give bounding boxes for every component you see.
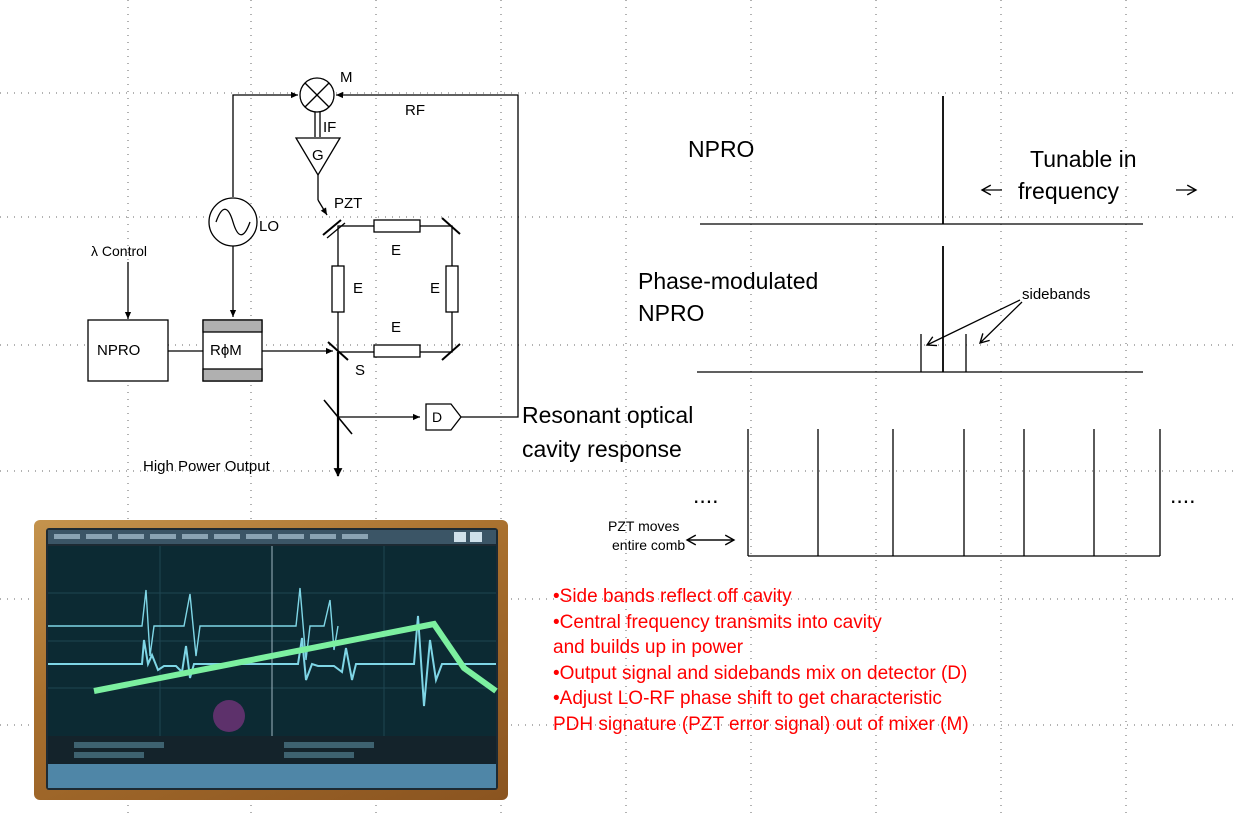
pzt-note-line1: PZT moves	[608, 518, 680, 534]
explanation-notes: •Side bands reflect off cavity •Central …	[553, 584, 969, 737]
rf-label: RF	[405, 102, 425, 119]
gain-amplifier-symbol	[294, 137, 342, 177]
etalon-right	[445, 265, 459, 313]
npro-box-label: NPRO	[97, 342, 141, 359]
pzt-note-line2: entire comb	[612, 537, 686, 553]
oscilloscope-screen-icon	[46, 528, 498, 790]
output-label: High Power Output	[143, 458, 270, 475]
note-line: •Side bands reflect off cavity	[553, 586, 792, 607]
comb-ellipsis-right: ....	[1170, 482, 1196, 508]
lambda-control-label: λ Control	[91, 243, 148, 259]
note-line: and builds up in power	[553, 637, 744, 658]
modulator-label: RϕM	[210, 342, 242, 359]
etalon-right-label: E	[430, 280, 441, 297]
cavity-title-line1: Resonant optical	[522, 402, 694, 428]
splitter-mirror	[327, 341, 349, 361]
note-line: •Central frequency transmits into cavity	[553, 611, 882, 633]
etalon-left-label: E	[353, 280, 364, 297]
note-line: •Output signal and sidebands mix on dete…	[553, 662, 968, 684]
if-label: IF	[323, 119, 337, 136]
pzt-label: PZT	[334, 195, 363, 212]
detector-label: D	[432, 409, 443, 425]
pm-title-line1: Phase-modulated	[638, 268, 819, 294]
etalon-top-label: E	[391, 242, 402, 259]
tunable-label-line1: Tunable in	[1030, 146, 1137, 172]
etalon-left	[331, 265, 345, 313]
tunable-label-line2: frequency	[1018, 178, 1120, 204]
etalon-top	[373, 219, 421, 233]
etalon-bottom-label: E	[391, 319, 402, 336]
comb-ellipsis-left: ....	[693, 482, 719, 508]
etalon-bottom	[373, 344, 421, 358]
splitter-label: S	[355, 362, 366, 379]
sidebands-label: sidebands	[1022, 286, 1091, 303]
cavity-title-line2: cavity response	[522, 436, 682, 462]
detector-symbol	[425, 403, 462, 431]
gain-label: G	[312, 147, 324, 164]
npro-spectrum-title: NPRO	[688, 136, 755, 162]
pzt-mirror	[322, 219, 342, 236]
note-line: •Adjust LO-RF phase shift to get charact…	[553, 688, 942, 709]
note-line: PDH signature (PZT error signal) out of …	[553, 713, 969, 735]
lo-label: LO	[259, 218, 280, 235]
pm-title-line2: NPRO	[638, 300, 705, 326]
oscilloscope-photo	[34, 520, 508, 800]
mixer-label: M	[340, 69, 353, 86]
npro-laser-box	[87, 319, 169, 382]
